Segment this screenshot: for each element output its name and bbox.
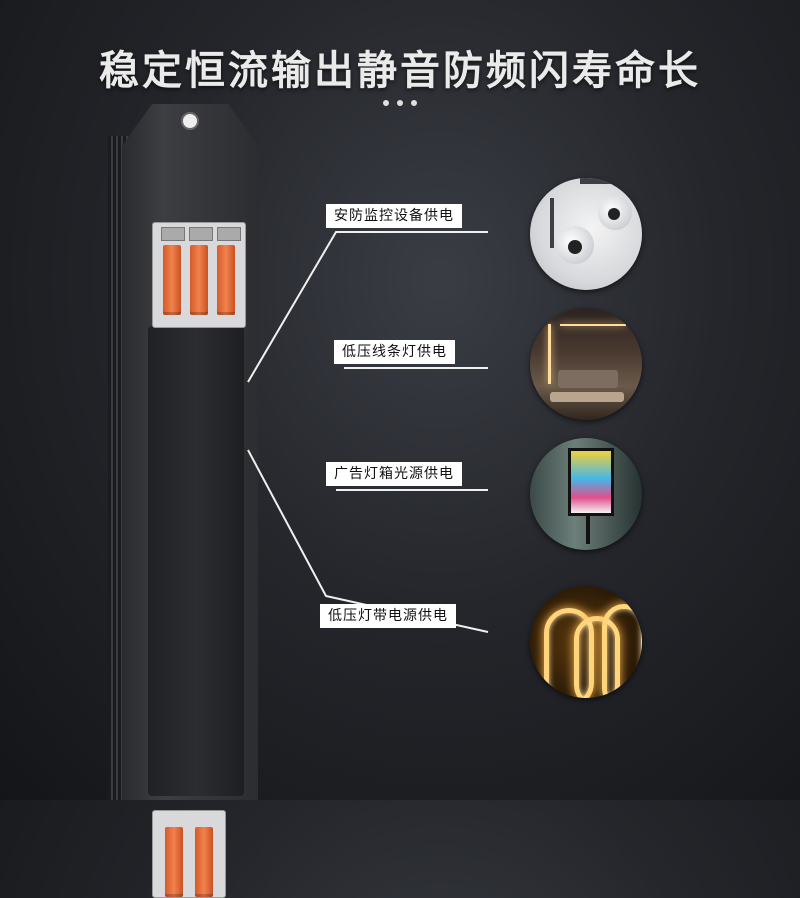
terminal-lever [190, 245, 208, 315]
power-supply-device [108, 96, 258, 898]
application-label-lightbox: 广告灯箱光源供电 [326, 462, 462, 486]
camera-bracket [580, 178, 642, 184]
camera-lens [568, 240, 582, 254]
rug [550, 392, 624, 402]
terminal-lever [217, 245, 235, 315]
terminal-slot [161, 227, 185, 241]
antenna [550, 198, 554, 248]
living-room-image [530, 308, 642, 420]
terminal-lever [165, 827, 183, 897]
camera-lens [608, 208, 620, 220]
lightbox-screen [568, 448, 614, 516]
application-label-led-strip: 低压灯带电源供电 [320, 604, 456, 628]
led-strip-loop [602, 604, 642, 698]
terminal-slot [189, 227, 213, 241]
mount-hole [181, 112, 199, 130]
terminal-slot [217, 227, 241, 241]
dot [411, 100, 417, 106]
linear-light [548, 324, 551, 384]
dot [383, 100, 389, 106]
application-label-linear-light: 低压线条灯供电 [334, 340, 455, 364]
device-front-panel [148, 326, 244, 796]
terminal-lever [163, 245, 181, 315]
connector-line-1 [247, 231, 488, 383]
lightbox-stand [586, 514, 590, 544]
headline: 稳定恒流输出静音防频闪寿命长 [99, 48, 701, 94]
terminal-block-bottom [152, 810, 226, 898]
application-label-security: 安防监控设备供电 [326, 204, 462, 228]
connector-lines [247, 231, 489, 633]
advertising-lightbox-image [530, 438, 642, 550]
dots-decoration [383, 100, 417, 106]
terminal-lever [195, 827, 213, 897]
terminal-block-top [152, 222, 246, 328]
security-camera-image [530, 178, 642, 290]
led-strip-image [530, 586, 642, 698]
led-strip-loop [574, 616, 620, 698]
linear-light [560, 324, 626, 326]
dot [397, 100, 403, 106]
sofa [558, 370, 618, 388]
